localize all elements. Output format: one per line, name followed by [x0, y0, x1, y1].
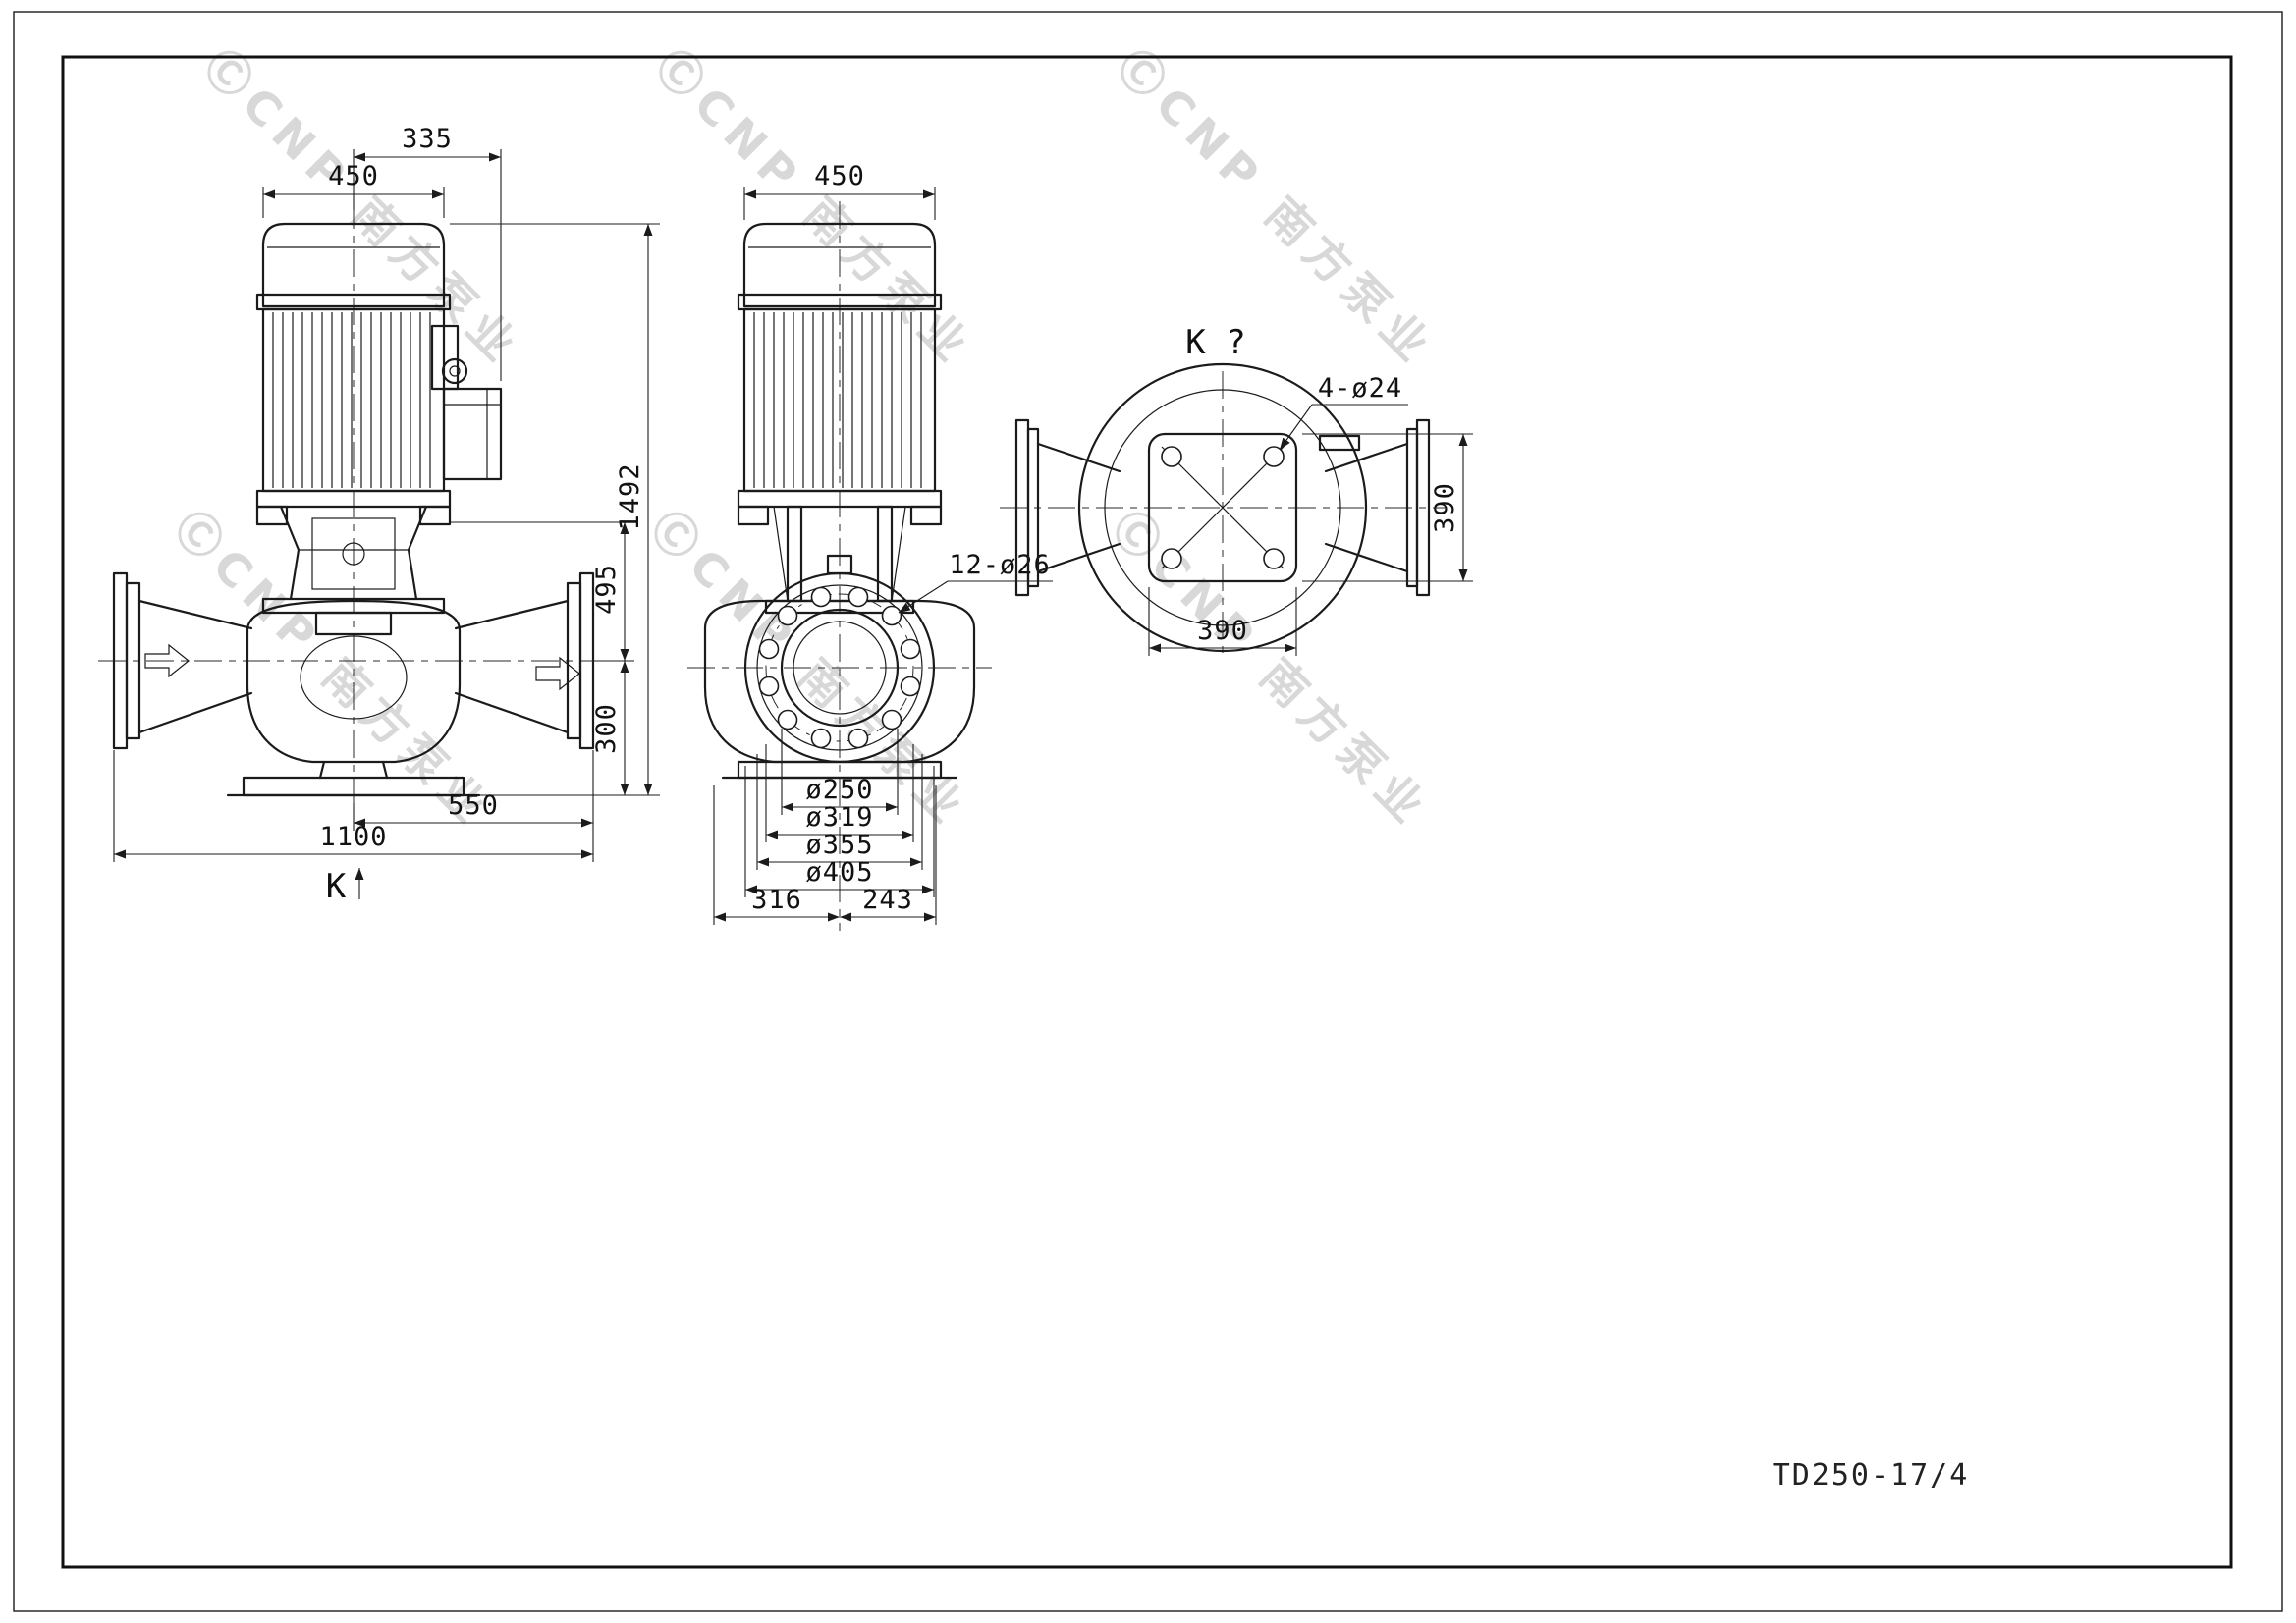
bore-circle [780, 608, 900, 728]
flange-bolt-holes [758, 586, 921, 749]
dim-overall-width: 1100 [319, 822, 387, 852]
front-view: 450 12-ø26 ø250 ø319 ø355 ø405 [687, 161, 1053, 931]
watermark-text: ⒸCNP 南方泵业 [193, 39, 531, 377]
dim-total-height: 1492 [615, 462, 645, 530]
pump-casing-front [703, 554, 976, 780]
dim-terminal-box-offset: 335 [402, 124, 453, 154]
casing-boss [1318, 434, 1361, 452]
terminal-box [442, 387, 503, 481]
top-view-label: K ? [1185, 323, 1245, 362]
side-view-dimensions: 335 450 1492 495 300 550 [113, 124, 660, 906]
watermark-text: ⒸCNP 南方泵业 [164, 501, 502, 839]
dim-flange-od: ø405 [805, 857, 873, 888]
top-view: K ? 4-ø24 390 390 [1000, 323, 1473, 660]
discharge-pipe [454, 599, 570, 734]
flow-arrow-out [535, 656, 580, 691]
side-view: 335 450 1492 495 300 550 [98, 124, 660, 906]
dim-bolt-circle-dia: ø319 [805, 802, 873, 833]
lifting-eyebolt [441, 357, 468, 385]
dim-flange-width: 390 [1197, 616, 1248, 646]
right-pipe [1324, 442, 1409, 573]
motor-side [255, 222, 503, 526]
watermark-text: ⒸCNP 南方泵业 [645, 39, 983, 377]
square-flange [1147, 432, 1298, 583]
fan-cover [261, 222, 446, 308]
dim-motor-width: 450 [328, 161, 379, 191]
dim-center-to-left: 316 [751, 885, 802, 915]
bolt-circle [765, 593, 914, 742]
motor-stool-side [261, 505, 446, 636]
motor-fins [272, 312, 431, 488]
frame-outer [13, 11, 2283, 1612]
motor-fins [753, 312, 922, 488]
square-flange-bolt-holes [1161, 446, 1285, 569]
k-view-arrow-label: K [326, 867, 347, 906]
dim-flange-height: 390 [1430, 482, 1460, 533]
watermark-text: ⒸCNP 南方泵业 [1107, 39, 1445, 377]
sheet-frame [13, 11, 2283, 1612]
raised-face-circle [756, 584, 923, 751]
frame-inner [61, 55, 2233, 1569]
dim-flange-to-port: 495 [591, 564, 622, 615]
right-flange [1415, 418, 1431, 597]
pump-casing-top [1014, 362, 1431, 653]
flange-diagonals [1161, 446, 1285, 569]
front-view-dimensions: 450 12-ø26 ø250 ø319 ø355 ø405 [713, 161, 1053, 925]
coupling-window [311, 517, 396, 590]
seal-housing [314, 611, 393, 636]
flange-od-circle [743, 571, 936, 764]
callout-flange-bolts: 12-ø26 [949, 550, 1051, 580]
volute-body [703, 599, 976, 764]
motor-front [737, 222, 943, 526]
dim-bore-dia: ø250 [805, 775, 873, 805]
pump-casing-side [112, 571, 595, 797]
dim-raised-face-dia: ø355 [805, 830, 873, 860]
volute-body [246, 599, 462, 764]
left-pipe [1036, 442, 1121, 573]
dim-center-to-right: 243 [862, 885, 913, 915]
flow-arrow-in [144, 643, 190, 678]
callout-flange-bolts: 4-ø24 [1318, 373, 1402, 404]
dim-center-to-outlet: 550 [448, 790, 499, 821]
dim-motor-width: 450 [814, 161, 865, 191]
fan-cover [742, 222, 937, 308]
suction-pipe [137, 599, 253, 734]
drawing-number: TD250-17/4 [1773, 1458, 1970, 1492]
dim-port-center-height: 300 [591, 703, 622, 754]
top-view-dimensions: 4-ø24 390 390 [1148, 373, 1473, 656]
